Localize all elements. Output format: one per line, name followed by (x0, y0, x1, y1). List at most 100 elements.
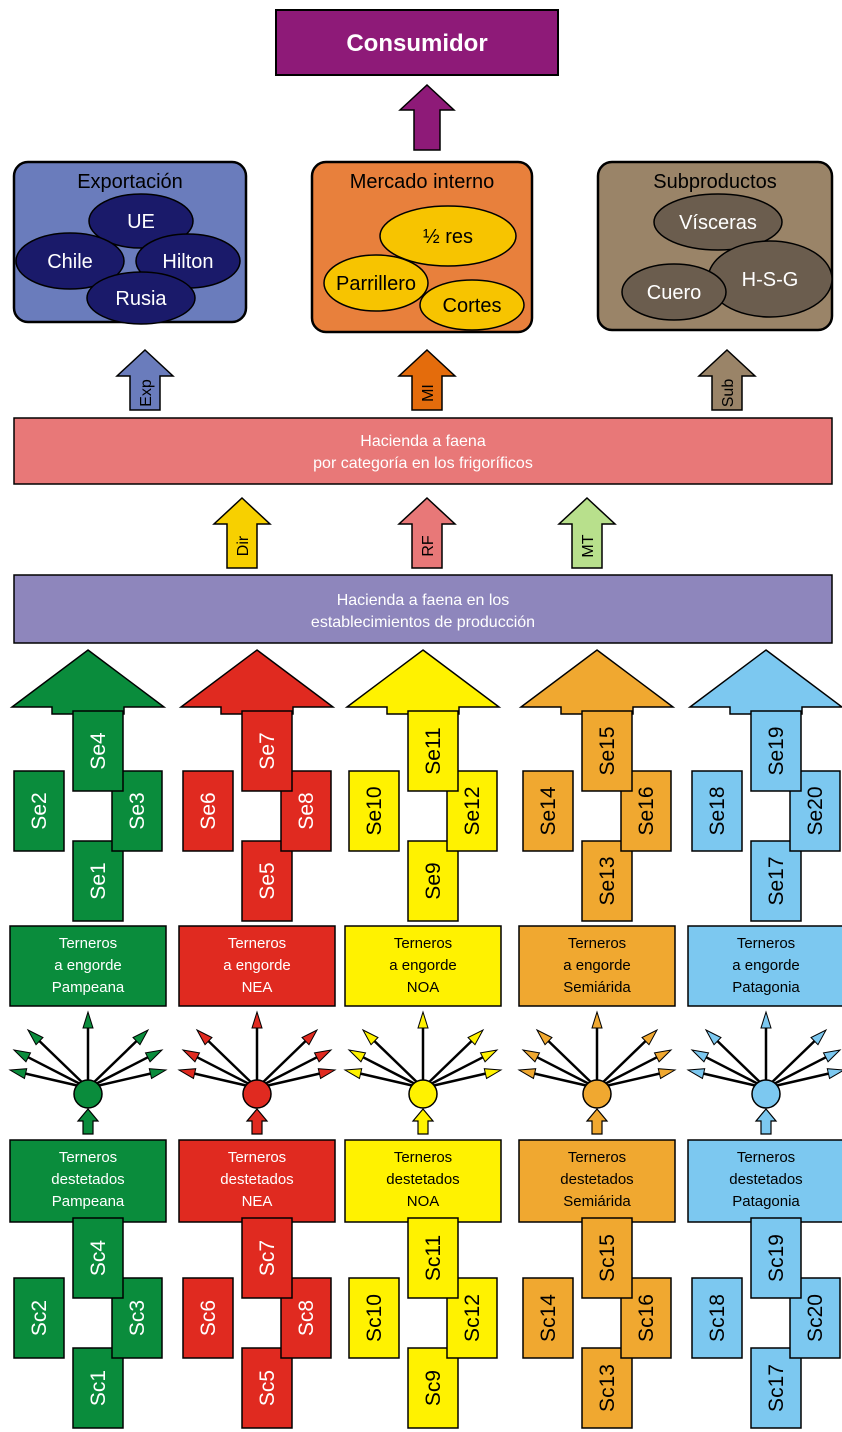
sc-block-top (407, 1217, 459, 1299)
sc-block-label: Sc1 (87, 1370, 110, 1406)
fattening-box-line: a engorde (223, 957, 291, 974)
sc-block-label: Sc7 (256, 1240, 279, 1276)
weaned-box-line: Patagonia (732, 1193, 800, 1210)
fattening-box-line: Terneros (568, 935, 626, 952)
weaned-box-line: Terneros (394, 1149, 452, 1166)
sc-block-label: Sc11 (422, 1235, 445, 1281)
internal-title: Mercado interno (350, 171, 495, 193)
se-block-left (348, 770, 400, 852)
middle-arrow-mt-label: MT (580, 534, 597, 557)
region-up-arrow (687, 649, 842, 715)
sc-block-bottom (581, 1347, 633, 1429)
byproducts-item-label: H-S-G (742, 269, 799, 291)
sc-block-label: Sc13 (596, 1364, 619, 1412)
se-block-label: Se17 (765, 856, 788, 905)
fattening-box-line: Semiárida (563, 979, 631, 996)
sc-block-label: Sc2 (28, 1300, 51, 1336)
sc-block-label: Sc17 (765, 1364, 788, 1412)
sc-block-top (750, 1217, 802, 1299)
internal-item-shape (419, 279, 525, 331)
sc-block-top (581, 1217, 633, 1299)
se-block-bottom (581, 840, 633, 922)
slaughter-bar-line1: Hacienda a faena (360, 433, 486, 450)
weaned-box-line: destetados (386, 1171, 459, 1188)
export-item-shape (88, 193, 194, 249)
upper-arrow-exp-label: Exp (138, 379, 155, 407)
export-item-label: UE (127, 211, 155, 233)
sc-block-label: Sc3 (126, 1300, 149, 1336)
fattening-box-line: a engorde (563, 957, 631, 974)
sc-block-left (691, 1277, 743, 1359)
upper-arrow-sub-label: Sub (720, 379, 737, 408)
slaughter-bar: Hacienda a faena por categoría en los fr… (13, 417, 833, 485)
sc-block-label: Sc14 (537, 1294, 560, 1342)
sc-block-bottom (241, 1347, 293, 1429)
upper-arrow-exp: Exp (115, 348, 175, 411)
consumer-label: Consumidor (346, 30, 487, 57)
se-block-label: Se8 (295, 792, 318, 829)
distribution-hub (686, 1010, 842, 1135)
weaned-box-line: Terneros (59, 1149, 117, 1166)
weaned-box-line: Terneros (568, 1149, 626, 1166)
sc-block-label: Sc18 (706, 1294, 729, 1342)
se-block-label: Se1 (87, 862, 110, 899)
byproducts-item-label: Vísceras (679, 212, 757, 234)
se-block-label: Se19 (765, 726, 788, 775)
fattening-box-line: a engorde (54, 957, 122, 974)
byproducts-item-shape (653, 193, 783, 251)
upper-arrow-mi: MI (397, 348, 457, 411)
se-block-bottom (750, 840, 802, 922)
se-block-top (750, 710, 802, 792)
slaughter-bar-line2: por categoría en los frigoríficos (313, 455, 533, 472)
se-block-label: Se2 (28, 792, 51, 829)
consumer-arrow (398, 83, 456, 151)
upper-arrow-sub: Sub (697, 348, 757, 411)
export-item-label: Chile (47, 251, 93, 273)
sc-block-left (522, 1277, 574, 1359)
internal-item-label: Parrillero (336, 273, 416, 295)
sc-block-label: Sc19 (765, 1234, 788, 1282)
se-block-bottom (407, 840, 459, 922)
consumer-node: Consumidor (275, 9, 559, 76)
fattening-box-line: NEA (242, 979, 273, 996)
se-block-left (522, 770, 574, 852)
fattening-box-line: a engorde (389, 957, 457, 974)
middle-arrow-rf: RF (397, 496, 457, 569)
sc-block-label: Sc9 (422, 1370, 445, 1406)
fattening-box-line: a engorde (732, 957, 800, 974)
fattening-box-line: Terneros (394, 935, 452, 952)
se-block-label: Se5 (256, 862, 279, 899)
se-block-left (182, 770, 234, 852)
sc-block-label: Sc16 (635, 1294, 658, 1342)
weaned-box-line: Pampeana (52, 1193, 125, 1210)
se-block-label: Se13 (596, 856, 619, 905)
export-item-label: Rusia (115, 288, 167, 310)
sc-block-left (348, 1277, 400, 1359)
internal-item-shape (379, 205, 517, 267)
production-bar: Hacienda a faena en los establecimientos… (13, 574, 833, 644)
region-up-arrow (9, 649, 167, 715)
region-up-arrow (518, 649, 676, 715)
production-bar-line2: establecimientos de producción (311, 614, 535, 631)
se-block-label: Se6 (197, 792, 220, 829)
byproducts-title: Subproductos (653, 171, 776, 193)
fattening-box-line: Terneros (737, 935, 795, 952)
se-block-label: Se10 (363, 786, 386, 835)
sc-block-label: Sc20 (804, 1294, 827, 1342)
middle-arrow-dir: Dir (212, 496, 272, 569)
sc-block-label: Sc6 (197, 1300, 220, 1336)
se-block-label: Se18 (706, 786, 729, 835)
